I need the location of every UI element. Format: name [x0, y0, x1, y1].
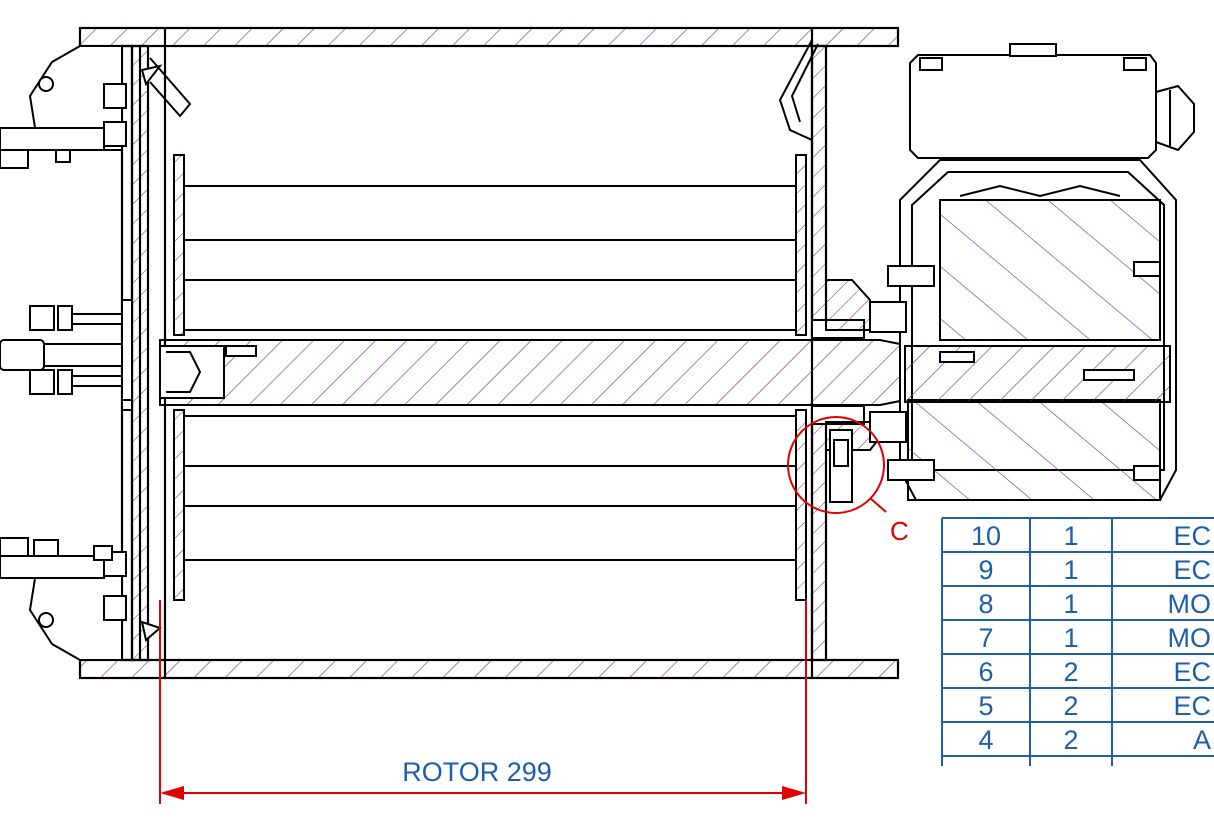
rotor: [173, 154, 807, 601]
bom-item-number: 4: [978, 725, 993, 755]
bom-grid: [941, 517, 1214, 766]
bom-quantity: 1: [1063, 623, 1078, 653]
bom-description: A: [1193, 725, 1211, 755]
bom-description: MO: [1168, 589, 1212, 619]
bom-row: 6 2 EC: [978, 657, 1211, 687]
bom-item-number: 9: [978, 555, 993, 585]
detail-label: C: [890, 516, 909, 546]
rotor-dimension: [159, 600, 807, 804]
bom-quantity: 2: [1063, 691, 1078, 721]
bom-item-number: 6: [978, 657, 993, 687]
bom-quantity: 1: [1063, 521, 1078, 551]
detail-circle: [787, 416, 885, 514]
bom-quantity: 1: [1063, 589, 1078, 619]
bom-row: 5 2 EC: [978, 691, 1211, 721]
left-bearing-assembly: [0, 45, 133, 661]
bom-description: EC: [1173, 521, 1211, 551]
bom-item-number: 8: [978, 589, 993, 619]
bom-description: MO: [1168, 623, 1212, 653]
bom-item-number: 10: [971, 521, 1001, 551]
bom-row: 4 2 A: [978, 725, 1211, 755]
bom-description: EC: [1173, 691, 1211, 721]
seal-clips: [140, 39, 819, 642]
bom-row: 7 1 MO: [978, 623, 1211, 653]
bom-item-number: 7: [978, 623, 993, 653]
bom-description: EC: [1173, 657, 1211, 687]
rotor-dimension-label: ROTOR 299: [402, 757, 552, 787]
bom-quantity: 2: [1063, 657, 1078, 687]
detail-callout: C: [787, 416, 909, 546]
bom-quantity: 2: [1063, 725, 1078, 755]
bom-description: EC: [1173, 555, 1211, 585]
bom-quantity: 1: [1063, 555, 1078, 585]
shaft: [159, 339, 906, 406]
bom-row: 10 1 EC: [971, 521, 1211, 551]
bom-row: 9 1 EC: [978, 555, 1211, 585]
housing: [78, 26, 900, 680]
bom-row: 8 1 MO: [978, 589, 1211, 619]
shaft-seal: [811, 279, 880, 503]
bom-item-number: 5: [978, 691, 993, 721]
gear-motor: [869, 43, 1195, 501]
